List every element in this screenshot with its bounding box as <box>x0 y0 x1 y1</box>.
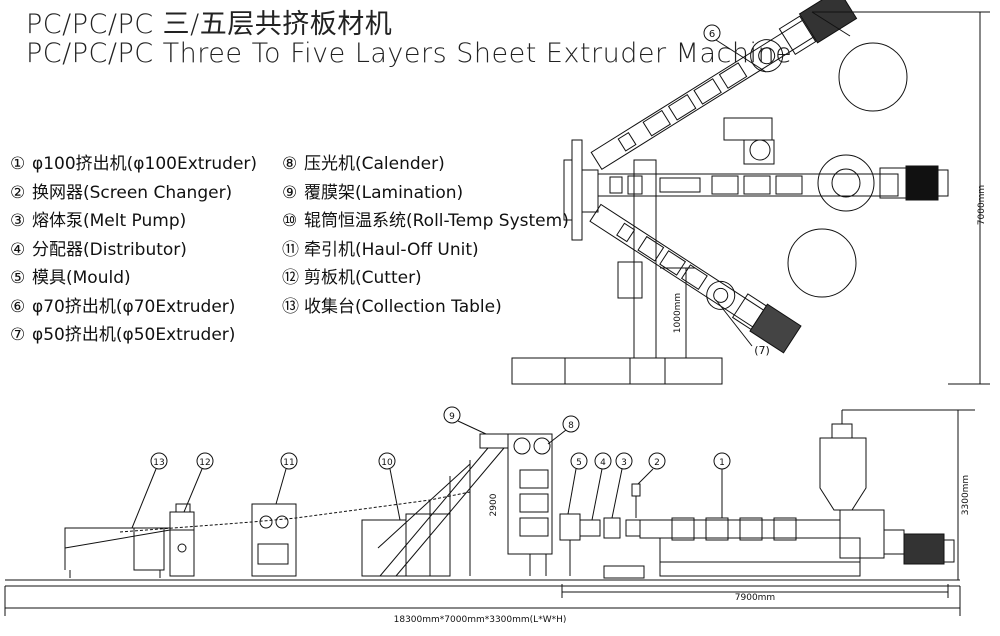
dim-label-7000: 7000mm <box>977 185 987 225</box>
svg-text:6: 6 <box>709 29 715 40</box>
top-lower-circle <box>787 228 857 298</box>
lamination-stairs <box>377 433 509 577</box>
svg-text:10: 10 <box>381 458 393 468</box>
title-chinese: PC/PC/PC 三/五层共挤板材机 <box>26 9 393 40</box>
dim-label-2900: 2900 <box>489 493 499 516</box>
svg-text:13: 13 <box>153 458 164 468</box>
callout-7: (7) <box>754 344 770 357</box>
svg-text:12: 12 <box>199 458 210 468</box>
svg-text:11: 11 <box>283 458 294 468</box>
svg-text:4: 4 <box>600 458 606 468</box>
callout-4 <box>594 452 612 470</box>
top-lower-extruder <box>589 203 802 354</box>
callout-8 <box>562 415 580 433</box>
side-view: 2900 <box>4 406 975 625</box>
side-callouts: 13 12 11 10 9 8 5 4 3 <box>131 406 731 529</box>
title-english: PC/PC/PC Three To Five Layers Sheet Extr… <box>26 38 793 69</box>
top-main-extruder <box>597 117 949 212</box>
callout-12 <box>196 452 214 470</box>
callout-11 <box>280 452 298 470</box>
callout-6 <box>703 24 721 42</box>
svg-text:2: 2 <box>654 458 660 468</box>
cutter <box>169 503 195 577</box>
top-view: 7000mm 1000mm 6 (7) <box>511 0 990 385</box>
top-main-hopper-circle <box>817 154 875 212</box>
calender: 2900 <box>489 433 553 576</box>
callout-3 <box>615 452 633 470</box>
svg-text:1: 1 <box>719 458 725 468</box>
svg-text:9: 9 <box>449 412 455 422</box>
collection-table <box>64 527 171 578</box>
callout-2 <box>648 452 666 470</box>
callout-9 <box>443 406 461 424</box>
callout-5 <box>570 452 588 470</box>
top-upper-circle <box>838 42 908 112</box>
dim-label-1000: 1000mm <box>673 293 683 333</box>
mould-distributor <box>559 483 645 579</box>
top-base-platform <box>511 357 723 385</box>
callout-10 <box>378 452 396 470</box>
dim-label-7900: 7900mm <box>735 593 775 603</box>
dim-label-3300: 3300mm <box>961 475 971 515</box>
dim-label-overall: 18300mm*7000mm*3300mm(L*W*H) <box>394 615 567 625</box>
main-extruder <box>639 409 955 577</box>
mould-plate <box>571 139 583 241</box>
callout-13 <box>150 452 168 470</box>
top-upper-extruder <box>590 0 858 171</box>
svg-text:5: 5 <box>576 458 582 468</box>
svg-text:3: 3 <box>621 458 627 468</box>
haul-off-unit <box>251 503 297 577</box>
svg-text:8: 8 <box>568 421 574 431</box>
